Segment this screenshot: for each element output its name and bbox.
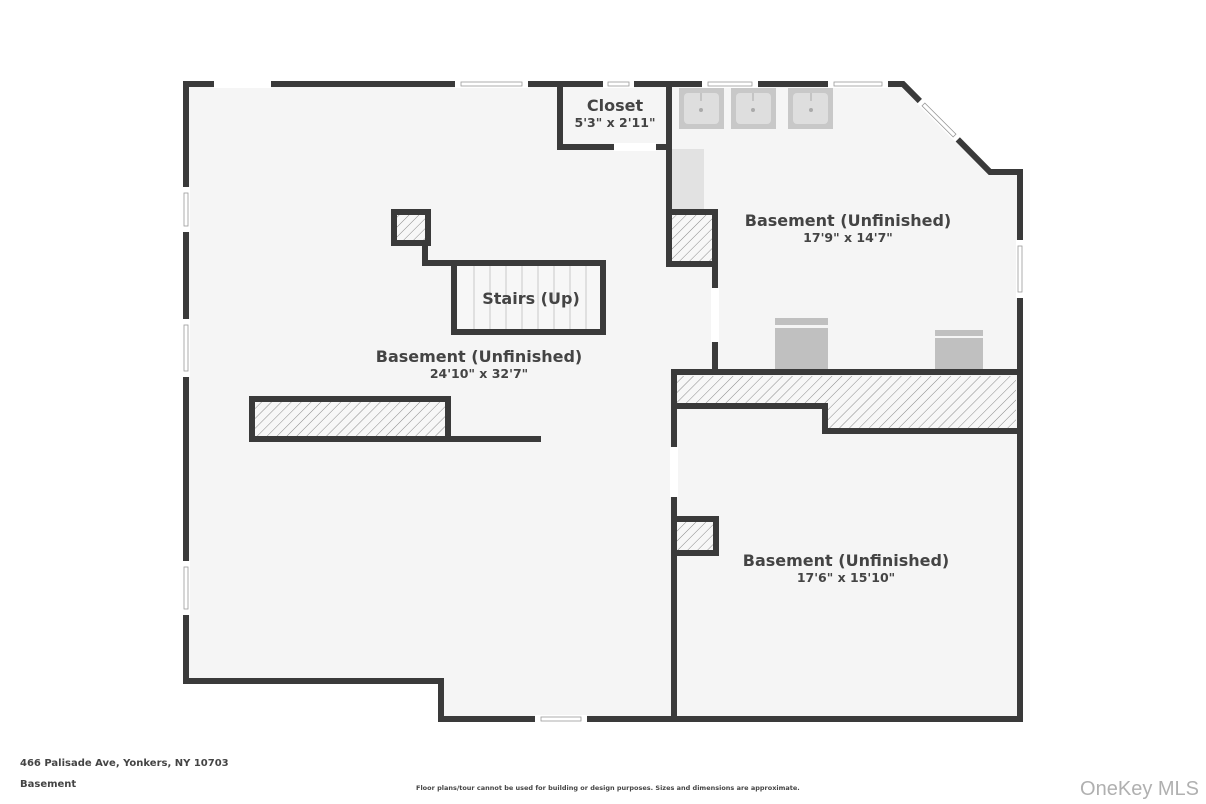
window-icon [182, 319, 190, 377]
stairs-label: Stairs (Up) [482, 289, 580, 308]
door-opening [711, 288, 719, 342]
opening [214, 80, 271, 88]
window-icon [702, 80, 758, 88]
window-icon [1016, 240, 1024, 298]
floor-name: Basement [20, 779, 77, 790]
window-icon [535, 715, 587, 723]
room-name: Basement (Unfinished) [375, 347, 583, 366]
stairs [457, 266, 603, 329]
brand-watermark: OneKey MLS [1080, 778, 1199, 800]
window-icon [603, 80, 634, 88]
room-name: Basement (Unfinished) [744, 211, 952, 230]
counter-fixture [672, 149, 704, 211]
window-icon [182, 187, 190, 232]
window-icon [917, 98, 961, 142]
room-label-basement-upper-right: Basement (Unfinished) 17'9" x 14'7" [745, 211, 951, 245]
room-name: Closet [586, 96, 644, 115]
appliance-icon [935, 330, 983, 370]
room-name: Basement (Unfinished) [742, 551, 950, 570]
room-dimensions: 24'10" x 32'7" [429, 366, 529, 382]
sink-fixtures [679, 88, 833, 129]
window-icon [182, 561, 190, 615]
window-icon [828, 80, 888, 88]
door-opening [670, 447, 678, 497]
room-label-basement-main: Basement (Unfinished) 24'10" x 32'7" [376, 347, 582, 381]
hatched-structures [255, 215, 1016, 550]
room-dimensions: 17'9" x 14'7" [803, 230, 893, 246]
door-opening [614, 143, 656, 151]
stairs-name: Stairs (Up) [482, 289, 580, 308]
sink-icon [731, 88, 776, 129]
property-address: 466 Palisade Ave, Yonkers, NY 10703 [20, 758, 229, 769]
window-icon [455, 80, 528, 88]
disclaimer: Floor plans/tour cannot be used for buil… [416, 784, 800, 792]
appliance-icon [775, 318, 828, 370]
room-label-basement-lower-right: Basement (Unfinished) 17'6" x 15'10" [743, 551, 949, 585]
room-dimensions: 5'3" x 2'11" [574, 115, 656, 131]
room-label-closet: Closet 5'3" x 2'11" [575, 96, 656, 130]
sink-icon [679, 88, 724, 129]
sink-icon [788, 88, 833, 129]
windows [182, 80, 1024, 723]
room-dimensions: 17'6" x 15'10" [796, 570, 896, 586]
